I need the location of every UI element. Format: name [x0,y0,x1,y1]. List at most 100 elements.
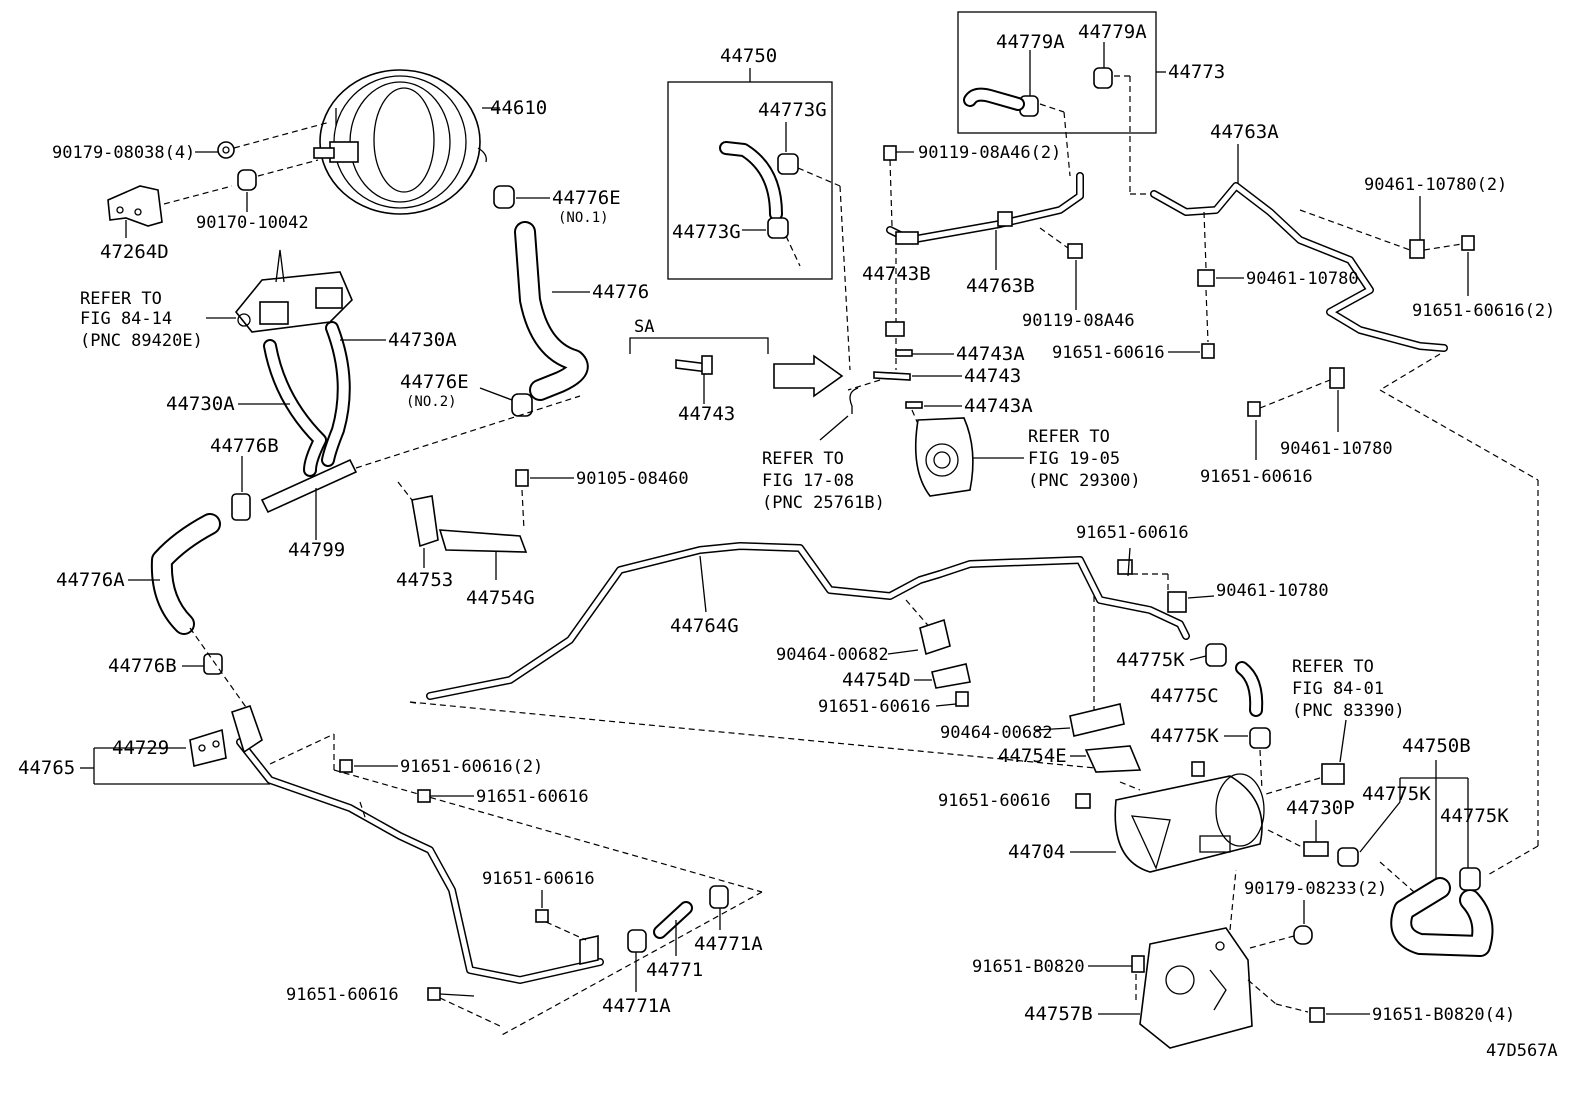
hose-44773G [719,141,799,239]
label-91651-60616-a: 91651-60616 [1052,343,1165,363]
tube-44763A [1150,182,1448,352]
hose-44776A [150,513,221,635]
label-refer-17-08-b: FIG 17-08 [762,471,854,491]
tube-44763B [886,172,1084,245]
label-90179-08233: 90179-08233(2) [1244,879,1387,899]
label-44754D: 44754D [842,669,911,691]
hose-44730A [263,321,351,477]
label-44764G: 44764G [670,615,739,637]
label-refer-19-05-a: REFER TO [1028,427,1110,447]
label-90461-10780-b: 90461-10780 [1280,439,1393,459]
label-no1: (NO.1) [558,210,609,226]
label-44763A: 44763A [1210,121,1279,143]
label-44771A-1: 44771A [694,933,763,955]
label-91651-60616-h: 91651-60616 [286,985,399,1005]
label-47264D: 47264D [100,241,169,263]
label-refer-84-14-c: (PNC 89420E) [80,331,203,351]
label-91651-60616-f: 91651-60616 [938,791,1051,811]
label-44743A-2: 44743A [964,395,1033,417]
switch-83390 [1321,763,1345,785]
label-90464-00682-2: 90464-00682 [940,723,1053,743]
label-44775K-3: 44775K [1362,783,1431,805]
label-91651-60616-e: 91651-60616 [476,787,589,807]
clamp-44776E-no2 [511,393,533,417]
label-44753: 44753 [396,569,453,591]
bracket-44754E [1084,745,1142,773]
label-44775K-4: 44775K [1440,805,1509,827]
bracket-47264D [107,185,163,227]
label-refer-17-08-c: (PNC 25761B) [762,493,885,513]
label-44776E-2: 44776E [400,371,469,393]
bracket-44753 [411,495,439,548]
diagram-id: 47D567A [1486,1041,1558,1061]
bolt-part [515,469,529,487]
label-refer-19-05-b: FIG 19-05 [1028,449,1120,469]
label-refer-84-14-b: FIG 84-14 [80,309,172,329]
label-no2: (NO.2) [406,394,457,410]
label-44773G-1: 44773G [758,99,827,121]
label-sa: SA [634,317,654,337]
label-44730A-right: 44730A [388,329,457,351]
label-90105-08460: 90105-08460 [576,469,689,489]
label-44750B: 44750B [1402,735,1471,757]
label-91651-60616-c: 91651-60616 [1076,523,1189,543]
label-91651-60616-b: 91651-60616 [1200,467,1313,487]
label-44776: 44776 [592,281,649,303]
label-90461-10780-2: 90461-10780(2) [1364,175,1507,195]
bolt-part [955,691,969,707]
fitting-44743 [873,349,923,409]
label-44773: 44773 [1168,61,1225,83]
clamp-90464 [919,618,1125,737]
label-44743: 44743 [964,365,1021,387]
tube-44764G [426,542,1190,700]
clamp-44776B [203,653,223,675]
bracket-44757B [1139,927,1253,1049]
canister-44704 [1114,761,1265,873]
label-44610: 44610 [490,97,547,119]
pipe-44730P [1303,841,1359,867]
label-refer-84-14-a: REFER TO [80,289,162,309]
label-44730A-left: 44730A [166,393,235,415]
arrow [773,354,844,398]
label-44771A-2: 44771A [602,995,671,1017]
clamp-44779A [963,67,1113,117]
label-44765: 44765 [18,757,75,779]
plate-44729 [189,728,227,767]
label-90119-08A46-2: 90119-08A46(2) [918,143,1061,163]
sa-bracket [629,337,769,354]
label-91651-60616-2a: 91651-60616(2) [1412,301,1555,321]
bolt-part [1075,793,1091,809]
label-91651-60616-d: 91651-60616 [818,697,931,717]
check-valve-44799 [231,458,358,521]
label-91651-60616-g: 91651-60616 [482,869,595,889]
label-44775K-1: 44775K [1116,649,1185,671]
brake-booster [313,69,487,215]
label-90464-00682-1: 90464-00682 [776,645,889,665]
label-44779A-2: 44779A [1078,21,1147,43]
label-90461-10780-c: 90461-10780 [1216,581,1329,601]
label-90170-10042: 90170-10042 [196,213,309,233]
label-44771: 44771 [646,959,703,981]
label-refer-84-01-c: (PNC 83390) [1292,701,1405,721]
label-44743A-1: 44743A [956,343,1025,365]
label-44776E-1: 44776E [552,187,621,209]
hose-44776 [514,221,589,401]
clip-44743B [885,321,905,337]
tube-44765 [231,704,604,984]
bolt-part [883,145,1083,259]
label-refer-84-01-b: FIG 84-01 [1292,679,1384,699]
label-91651-60616-2b: 91651-60616(2) [400,757,543,777]
label-44743-sa: 44743 [678,403,735,425]
label-44776B-top: 44776B [210,435,279,457]
label-refer-84-01-a: REFER TO [1292,657,1374,677]
vacuum-pump [914,417,974,497]
label-44743B: 44743B [862,263,931,285]
clamp-44776E-no1 [493,185,515,209]
hose-44775C [1205,643,1271,749]
label-44775C: 44775C [1150,685,1219,707]
bolt-part [339,759,549,1001]
bracket-44754G [438,529,528,553]
label-44776A: 44776A [56,569,125,591]
bolt-part [1131,925,1325,1023]
label-44799: 44799 [288,539,345,561]
